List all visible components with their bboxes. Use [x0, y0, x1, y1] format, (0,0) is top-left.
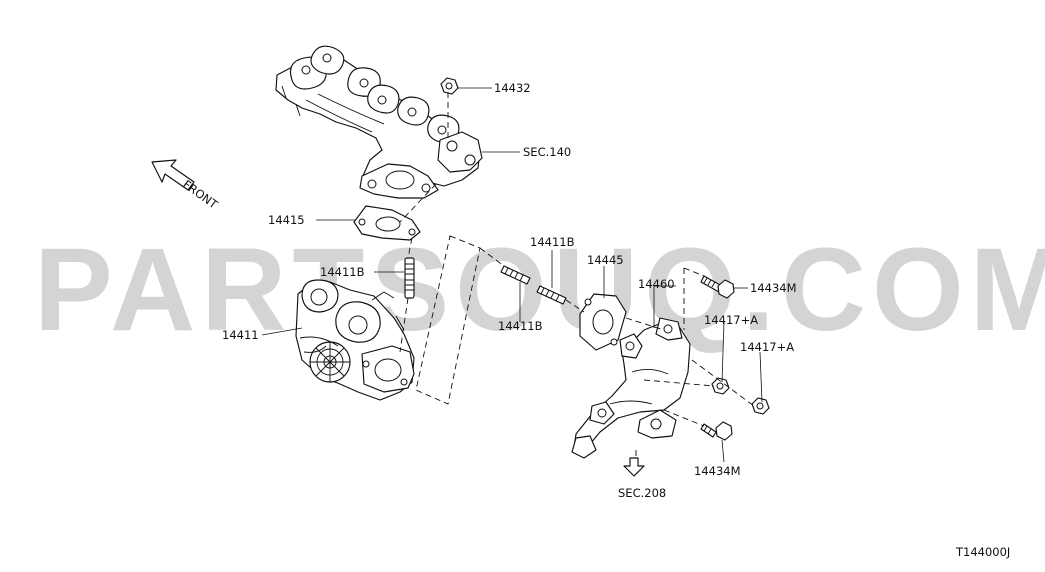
callout-14411b-top[interactable]: 14411B [530, 235, 575, 249]
callout-14460[interactable]: 14460 [638, 277, 675, 291]
nut-14432-part[interactable] [440, 77, 459, 95]
callout-14445[interactable]: 14445 [587, 253, 624, 267]
callout-14417a-first[interactable]: 14417+A [704, 313, 758, 327]
callout-14417a-second[interactable]: 14417+A [740, 340, 794, 354]
callout-14415[interactable]: 14415 [268, 213, 305, 227]
turbo-mount-outline [415, 235, 481, 405]
gasket-14415-part[interactable] [353, 205, 421, 241]
nut-14417a-first-part[interactable] [711, 377, 730, 395]
stud-14411b-top-part[interactable] [536, 285, 567, 305]
stud-14411b-mid-part[interactable] [500, 265, 531, 285]
assembly-lines [399, 92, 755, 470]
callout-14432[interactable]: 14432 [494, 81, 531, 95]
bolt-14434m-bottom-part[interactable] [700, 421, 733, 441]
bolt-14434m-top-part[interactable] [700, 275, 735, 299]
exhaust-manifold-part[interactable] [275, 45, 483, 199]
gasket-14445-part[interactable] [579, 293, 627, 351]
callout-14411b-mid[interactable]: 14411B [498, 319, 543, 333]
exhaust-tube-14460-part[interactable] [571, 317, 691, 459]
callout-sec140[interactable]: SEC.140 [523, 145, 571, 159]
diagram-code: T144000J [955, 545, 1010, 559]
nut-14417a-second-part[interactable] [751, 397, 770, 415]
callout-14411b-left[interactable]: 14411B [320, 265, 365, 279]
front-direction-arrow-icon [151, 159, 195, 191]
turbocharger-14411-part[interactable] [295, 279, 415, 401]
stud-14411b-left-part[interactable] [404, 257, 415, 299]
leader-lines [261, 87, 763, 463]
sec208-direction-arrow-icon [623, 457, 645, 477]
front-label: FRONT [180, 177, 221, 212]
callout-14411[interactable]: 14411 [222, 328, 259, 342]
callout-14434m-top[interactable]: 14434M [750, 281, 797, 295]
callout-14434m-bottom[interactable]: 14434M [694, 464, 741, 478]
callout-sec208[interactable]: SEC.208 [618, 486, 666, 500]
